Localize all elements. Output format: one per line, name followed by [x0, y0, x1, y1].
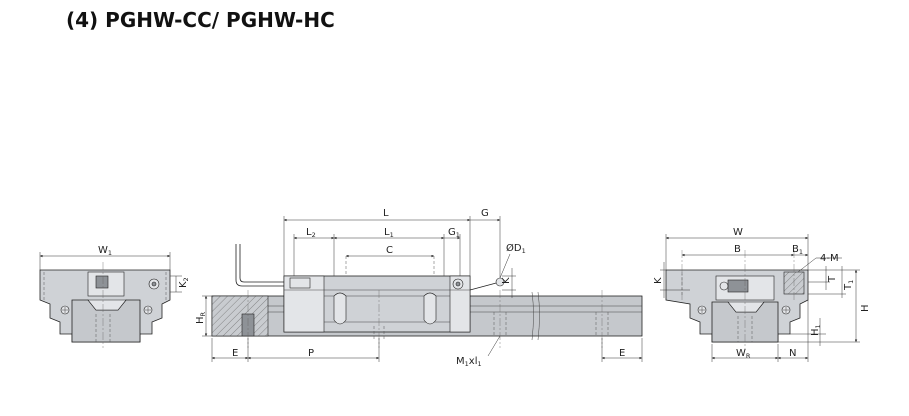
dim-k-front: K [653, 277, 664, 284]
dim-k-side: K [501, 277, 512, 284]
dim-p: P [308, 348, 314, 359]
dim-4m: 4-M [820, 253, 839, 264]
page-title: (4) PGHW-CC/ PGHW-HC [66, 8, 335, 32]
front-view-right [660, 234, 860, 362]
dim-hr: HR [195, 311, 207, 324]
grease-nipple [95, 275, 109, 289]
dim-c: C [386, 245, 393, 256]
front-view-left [39, 252, 182, 348]
side-view [202, 216, 643, 362]
dim-e-left: E [232, 348, 238, 359]
lube-tube [235, 244, 284, 287]
dim-h1: H1 [810, 324, 822, 336]
dim-l1: L1 [384, 227, 394, 239]
retainer-left [333, 292, 347, 325]
dim-t1: T1 [843, 280, 855, 291]
rail-section [211, 295, 269, 337]
retainer-right [423, 292, 437, 325]
dim-t: T [827, 275, 838, 283]
dim-g1: G1 [448, 227, 460, 239]
dim-n: N [789, 348, 796, 359]
dim-w: W [733, 227, 743, 238]
dim-d1: ØD1 [506, 242, 526, 255]
dim-b: B [734, 244, 741, 255]
dim-h: H [860, 304, 871, 312]
dim-w1: W1 [98, 245, 112, 257]
dim-b1: B1 [792, 244, 803, 256]
dim-l2: L2 [306, 227, 316, 239]
dim-m1: M1xl1 [456, 356, 482, 368]
dim-l: L [383, 208, 389, 219]
dim-wr: WR [736, 348, 751, 360]
dim-k2: K2 [178, 277, 190, 288]
dim-g: G [481, 208, 489, 219]
dim-e-right: E [619, 348, 625, 359]
